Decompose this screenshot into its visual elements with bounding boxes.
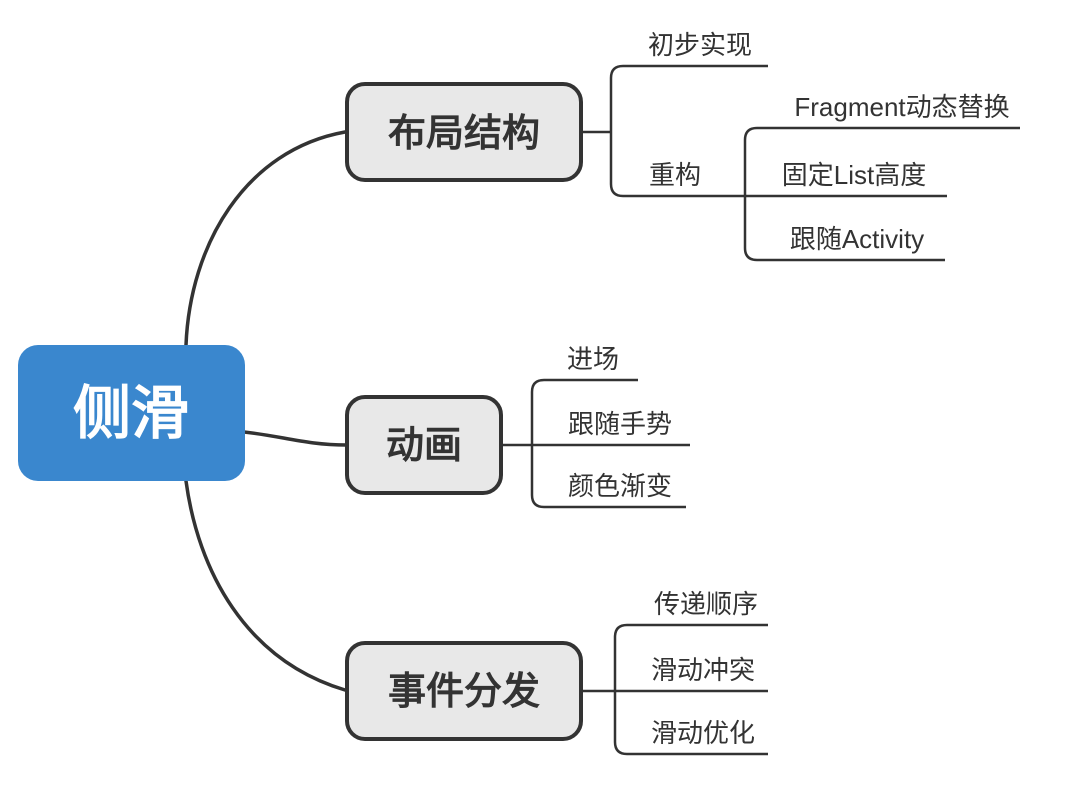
subtopic-follow-activity[interactable]: 跟随Activity xyxy=(790,224,924,254)
bracket-animation-children xyxy=(530,378,686,509)
topic-animation-label: 动画 xyxy=(386,425,462,467)
bracket-event-dispatch-children xyxy=(613,623,768,756)
subtopic-refactor[interactable]: 重构 xyxy=(649,160,701,190)
topic-animation-box[interactable] xyxy=(345,395,503,495)
subtopic-initial-implementation[interactable]: 初步实现 xyxy=(648,30,752,60)
topic-event-dispatch-label: 事件分发 xyxy=(388,671,540,713)
topic-event-dispatch[interactable]: 事件分发 xyxy=(345,641,583,741)
topic-layout-structure-label: 布局结构 xyxy=(388,113,540,155)
topic-event-dispatch-box[interactable] xyxy=(345,641,583,741)
edge-root-to-layout-structure xyxy=(184,130,347,347)
edge-root-to-event-dispatch xyxy=(184,479,347,692)
edge-root-to-animation xyxy=(242,430,349,447)
branch-layout-structure: 布局结构 初步实现 重构 Fragment动态替换 固定List高度 跟随Act… xyxy=(345,30,1020,262)
bracket-refactor-children xyxy=(743,126,1020,262)
root-node[interactable]: 侧滑 xyxy=(18,345,245,481)
topic-animation[interactable]: 动画 xyxy=(345,395,503,495)
topic-layout-structure[interactable]: 布局结构 xyxy=(345,82,583,182)
subtopic-scroll-optimization[interactable]: 滑动优化 xyxy=(651,718,755,748)
subtopic-enter-animation[interactable]: 进场 xyxy=(567,344,619,374)
subtopic-dispatch-order[interactable]: 传递顺序 xyxy=(654,589,758,619)
branch-event-dispatch: 事件分发 传递顺序 滑动冲突 滑动优化 xyxy=(345,589,768,756)
topic-layout-structure-box[interactable] xyxy=(345,82,583,182)
subtopic-color-gradient[interactable]: 颜色渐变 xyxy=(568,471,672,501)
bracket-layout-children xyxy=(609,64,947,198)
subtopic-fixed-list-height[interactable]: 固定List高度 xyxy=(782,160,926,190)
root-node-label: 侧滑 xyxy=(73,381,189,446)
subtopic-follow-gesture[interactable]: 跟随手势 xyxy=(568,409,672,439)
root-node-box[interactable] xyxy=(18,345,245,481)
subtopic-scroll-conflict[interactable]: 滑动冲突 xyxy=(651,655,755,685)
branch-animation: 动画 进场 跟随手势 颜色渐变 xyxy=(345,344,690,509)
subtopic-fragment-dynamic-replace[interactable]: Fragment动态替换 xyxy=(794,92,1009,122)
